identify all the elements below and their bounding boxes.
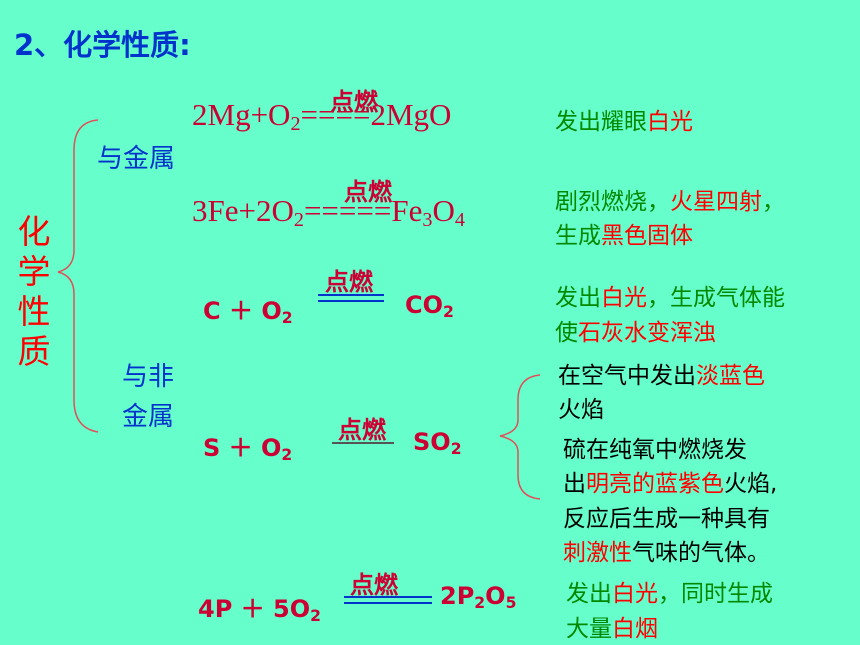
- obs-highlight: 白光: [612, 581, 658, 607]
- chemical-properties-label: 化 学 性 质: [14, 212, 54, 372]
- s-sub: 2: [281, 445, 293, 464]
- obs-highlight: 白烟: [612, 616, 658, 642]
- reaction-c-right: CO2: [405, 291, 454, 321]
- c-sub: 2: [281, 308, 293, 327]
- p-reactants: 4P ＋ 5O: [198, 595, 311, 623]
- group-metal: 与金属: [97, 144, 176, 174]
- obs-highlight: 石灰水变浑浊: [578, 320, 716, 346]
- obs-text: 火焰,: [724, 471, 778, 497]
- obs-text: 使: [555, 320, 578, 346]
- condition-mg: 点燃: [330, 88, 378, 116]
- fe-equals: =====: [303, 193, 392, 228]
- main-brace-icon: [57, 119, 99, 433]
- observation-s-o2-line3: 反应后生成一种具有: [563, 506, 770, 532]
- section-title: 2、化学性质:: [14, 28, 191, 62]
- observation-p-line2: 大量白烟: [566, 609, 658, 643]
- mg-product: 2MgO: [370, 97, 452, 132]
- reaction-p-left: 4P ＋ 5O2: [198, 589, 321, 625]
- group-nonmetal-line2: 金属: [122, 402, 175, 432]
- obs-text: ，: [762, 189, 785, 215]
- observation-p-line1: 发出白光，同时生成: [566, 574, 773, 608]
- obs-highlight: 淡蓝色: [696, 363, 765, 389]
- c-product: CO: [405, 291, 444, 319]
- obs-text: 剧烈燃烧，: [555, 189, 670, 215]
- obs-text: 出: [563, 471, 586, 497]
- condition-fe: 点燃: [344, 178, 392, 206]
- c-equals-line: [318, 294, 384, 302]
- s-rsub: 2: [450, 439, 462, 458]
- obs-text: 在空气中发出: [558, 363, 696, 389]
- condition-c: 点燃: [325, 268, 373, 296]
- obs-text: 大量: [566, 616, 612, 642]
- observation-fe-line2: 生成黑色固体: [555, 216, 693, 250]
- observation-s-o2-line1: 硫在纯氧中燃烧发: [563, 437, 747, 463]
- obs-highlight: 黑色固体: [601, 223, 693, 249]
- obs-text: ，生成气体能: [647, 285, 785, 311]
- reaction-s-right: SO2: [413, 428, 462, 458]
- c-rsub: 2: [443, 302, 454, 321]
- reaction-s-left: S ＋ O2: [203, 428, 292, 464]
- s-product: SO: [413, 428, 451, 456]
- observation-s-o2-line2: 出明亮的蓝紫色火焰,: [563, 464, 777, 498]
- fe-product-a: Fe: [391, 193, 423, 228]
- obs-highlight: 白光: [601, 285, 647, 311]
- obs-highlight: 火星四射: [670, 189, 762, 215]
- reaction-mg: 2Mg+O2====2MgO: [192, 97, 451, 136]
- mg-equals: ====: [300, 97, 371, 132]
- sulfur-brace-icon: [499, 374, 541, 500]
- mg-reactants: 2Mg+O: [192, 97, 291, 132]
- s-reactants: S ＋ O: [203, 434, 282, 462]
- p-product-b: O: [485, 582, 506, 610]
- obs-text: 发出: [566, 581, 612, 607]
- observation-c-line2: 使石灰水变浑浊: [555, 313, 716, 347]
- fe-sub: 2: [293, 209, 304, 232]
- reaction-p-right: 2P2O5: [440, 582, 516, 612]
- mg-sub: 2: [290, 113, 301, 136]
- label-char: 学: [17, 252, 51, 291]
- p-equals-line: [344, 596, 432, 604]
- obs-highlight: 刺激性: [563, 540, 632, 566]
- p-product-a: 2P: [440, 582, 475, 610]
- reaction-c-left: C ＋ O2: [203, 291, 293, 327]
- observation-c-line1: 发出白光，生成气体能: [555, 278, 785, 312]
- label-char: 质: [17, 332, 51, 371]
- obs-highlight: 明亮的蓝紫色: [586, 471, 724, 497]
- label-char: 化: [17, 212, 51, 251]
- condition-s: 点燃: [338, 416, 386, 444]
- condition-p: 点燃: [350, 571, 398, 599]
- observation-s-air-line2: 火焰: [558, 397, 604, 423]
- p-sub-a: 2: [474, 593, 486, 612]
- obs-text: ，同时生成: [658, 581, 773, 607]
- fe-product-b: O: [432, 193, 455, 228]
- obs-highlight: 白光: [647, 109, 693, 135]
- reaction-fe: 3Fe+2O2=====Fe3O4: [192, 193, 465, 232]
- label-char: 性: [17, 292, 51, 331]
- fe-sub-a: 3: [422, 209, 433, 232]
- obs-text: 发出: [555, 285, 601, 311]
- p-sub-b: 5: [505, 593, 517, 612]
- observation-s-o2-line4: 刺激性气味的气体。: [563, 533, 770, 567]
- obs-text: 发出耀眼: [555, 109, 647, 135]
- c-reactants: C ＋ O: [203, 297, 282, 325]
- fe-sub-b: 4: [454, 209, 465, 232]
- obs-text: 生成: [555, 223, 601, 249]
- fe-reactants: 3Fe+2O: [192, 193, 294, 228]
- observation-fe-line1: 剧烈燃烧，火星四射，: [555, 182, 785, 216]
- p-sub: 2: [310, 606, 321, 625]
- obs-text: 气味的气体。: [632, 540, 770, 566]
- observation-s-air-line1: 在空气中发出淡蓝色: [558, 356, 765, 390]
- s-equals-line: [332, 442, 394, 444]
- group-nonmetal-line1: 与非: [122, 362, 175, 392]
- observation-mg: 发出耀眼白光: [555, 102, 693, 136]
